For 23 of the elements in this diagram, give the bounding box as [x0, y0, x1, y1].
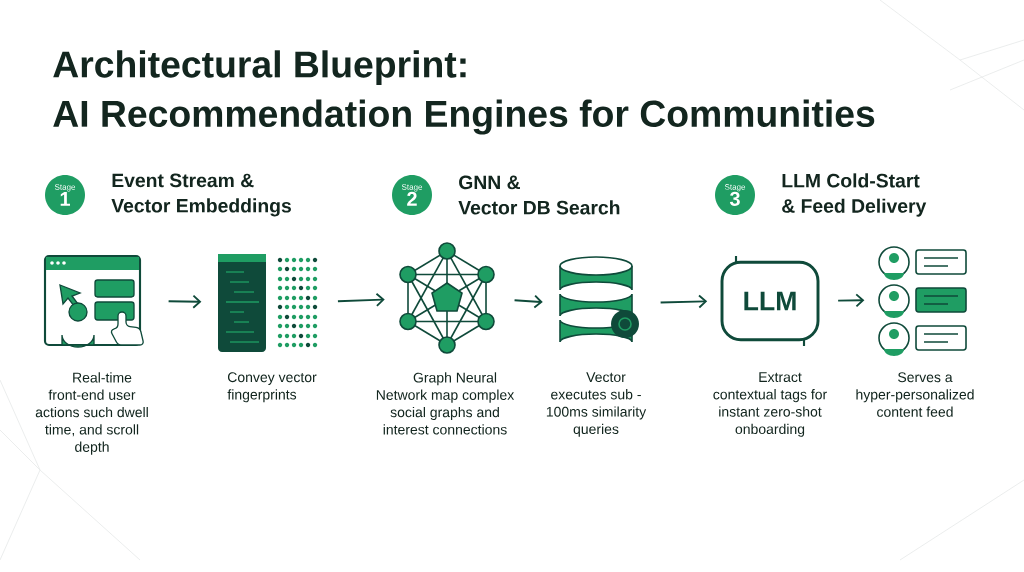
- stage-title: Event Stream & Vector Embeddings: [111, 173, 291, 217]
- icon-drawing: [218, 254, 318, 352]
- arrow: [659, 294, 708, 309]
- icon-drawing: [878, 246, 967, 356]
- caption-text: Convey vector fingerprints: [227, 372, 317, 403]
- title: Architectural Blueprint: AI Recommendation Engines for Communities: [53, 50, 875, 135]
- caption-text: Real-time front-end user actions such dwell time, and scroll depth: [35, 372, 148, 455]
- database-icon: [559, 256, 639, 343]
- caption-text: Graph Neural Network map complex social graphs and interest connections: [376, 372, 515, 435]
- stage-badge: Stage 2: [392, 175, 432, 215]
- stage-title: GNN & Vector DB Search: [458, 175, 620, 215]
- icon-drawing: [399, 242, 495, 354]
- arrow: [337, 292, 385, 307]
- stage-title: LLM Cold-Start & Feed Delivery: [782, 173, 927, 217]
- stage-badge: Stage 1: [45, 175, 85, 215]
- icon-drawing: [43, 254, 144, 348]
- caption-text: Vector executes sub - 100ms similarity queries: [546, 372, 647, 437]
- arrow: [513, 294, 543, 309]
- arrow: [837, 293, 865, 308]
- stage-badge: Stage 3: [715, 175, 755, 215]
- caption-text: Serves a hyper-personalized content feed: [856, 372, 974, 417]
- arrow: [167, 294, 202, 309]
- caption-text: Extract contextual tags for instant zero-shot onboarding: [713, 372, 827, 437]
